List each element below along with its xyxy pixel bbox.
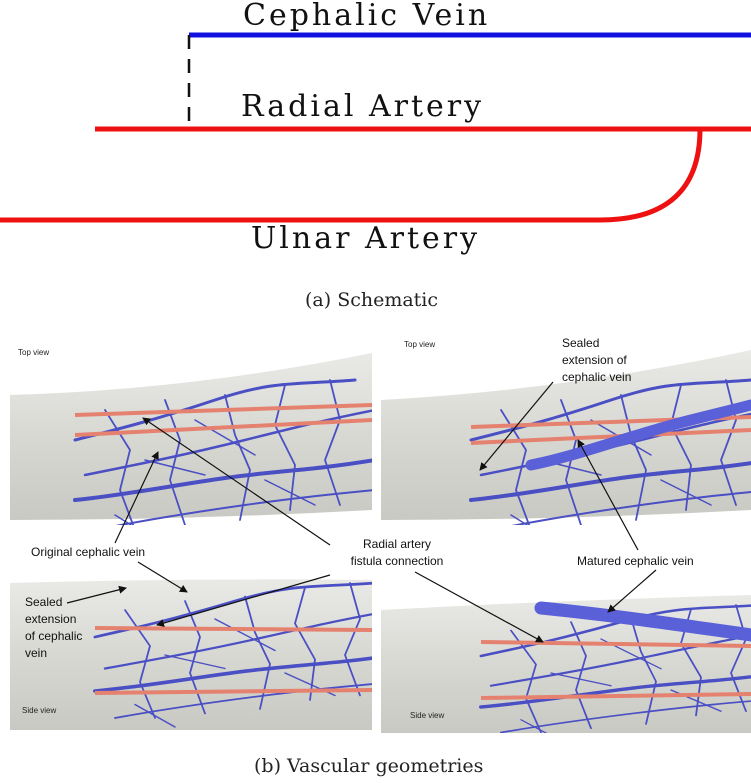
cephalic-vein-label: Cephalic Vein	[243, 0, 491, 33]
sealed-top-line-2: extension of	[562, 353, 627, 367]
sealed-side-line-1: Sealed	[25, 595, 63, 609]
panel-top-left	[10, 335, 372, 525]
forearm-render-bottom-right	[381, 595, 751, 733]
forearm-render-top-right	[381, 350, 751, 525]
radial-artery-label: Radial Artery	[241, 89, 485, 124]
sealed-side-line-2: extension	[25, 612, 77, 626]
view-label-bottom-right: Side view	[410, 711, 445, 720]
forearm-render-top-left	[10, 353, 372, 525]
original-cephalic-vein-annotation: Original cephalic vein	[31, 545, 146, 559]
ulnar-artery-label: Ulnar Artery	[251, 221, 481, 256]
panel-bottom-left	[10, 578, 372, 730]
radial-artery-fistula-annotation: Radial artery fistula connection	[337, 536, 457, 570]
geometries-caption: (b) Vascular geometries	[254, 755, 484, 777]
panel-top-right	[381, 335, 751, 525]
view-label-bottom-left: Side view	[22, 706, 57, 715]
view-label-top-left: Top view	[18, 348, 50, 357]
sealed-side-line-4: vein	[25, 646, 48, 660]
schematic-diagram	[0, 32, 751, 223]
radial-fistula-line-1: Radial artery	[362, 537, 432, 551]
schematic-caption: (a) Schematic	[305, 289, 439, 311]
sealed-extension-side-annotation: Sealed extension of cephalic vein	[25, 594, 82, 662]
sealed-top-line-1: Sealed	[562, 336, 600, 350]
forearm-render-bottom-left	[10, 579, 372, 730]
sealed-extension-top-annotation: Sealed extension of cephalic vein	[562, 335, 631, 386]
ulnar-artery-line	[0, 128, 703, 223]
radial-fistula-line-2: fistula connection	[350, 554, 444, 568]
sealed-top-line-3: cephalic vein	[562, 370, 632, 384]
panel-bottom-right	[381, 590, 751, 733]
view-label-top-right: Top view	[404, 340, 436, 349]
matured-cephalic-vein-annotation: Matured cephalic vein	[577, 554, 694, 568]
sealed-side-line-3: of cephalic	[25, 629, 83, 643]
